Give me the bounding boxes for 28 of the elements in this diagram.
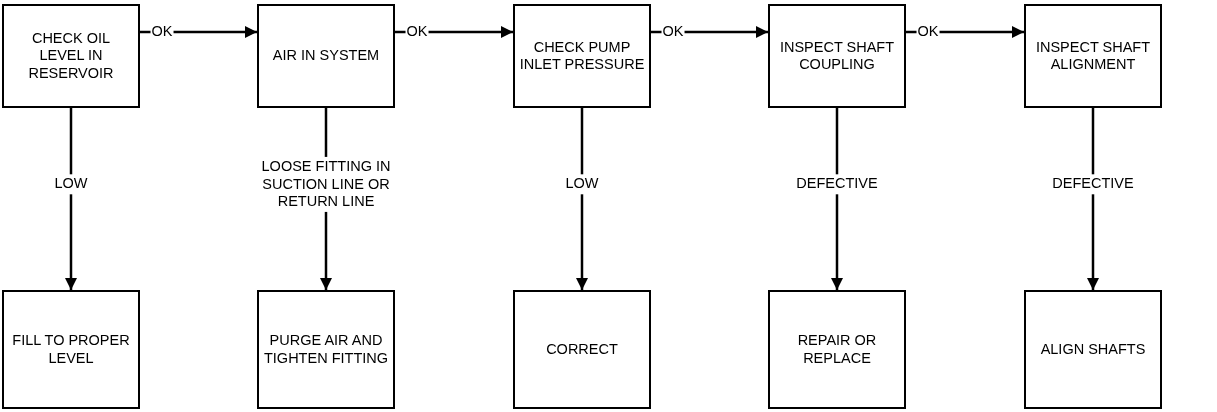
box-text: ALIGN SHAFTS [1039, 340, 1147, 359]
arrow [830, 108, 844, 290]
box-text: AIR IN SYSTEM [271, 47, 381, 65]
arrow [1086, 108, 1100, 290]
process-box [513, 290, 651, 409]
process-box [768, 4, 906, 108]
box-text: REPAIR OR REPLACE [796, 332, 878, 367]
box-text: CORRECT [545, 340, 619, 359]
process-box [1024, 4, 1162, 108]
box-text: FILL TO PROPER LEVEL [11, 332, 131, 367]
process-box [257, 290, 395, 409]
process-box [513, 4, 651, 108]
arrow [395, 25, 513, 39]
process-box [768, 290, 906, 409]
box-text: INSPECT SHAFT ALIGNMENT [1034, 38, 1152, 74]
arrow [140, 25, 257, 39]
process-box [2, 4, 140, 108]
arrow [651, 25, 768, 39]
box-text: PURGE AIR AND TIGHTEN FITTING [262, 332, 389, 367]
arrow [575, 108, 589, 290]
arrow [906, 25, 1024, 39]
process-box [1024, 290, 1162, 409]
process-box [2, 290, 140, 409]
box-text: CHECK OIL LEVEL IN RESERVOIR [27, 29, 115, 83]
box-text: CHECK PUMP INLET PRESSURE [518, 38, 646, 74]
box-text: INSPECT SHAFT COUPLING [778, 38, 896, 74]
arrow [64, 108, 78, 290]
process-box [257, 4, 395, 108]
